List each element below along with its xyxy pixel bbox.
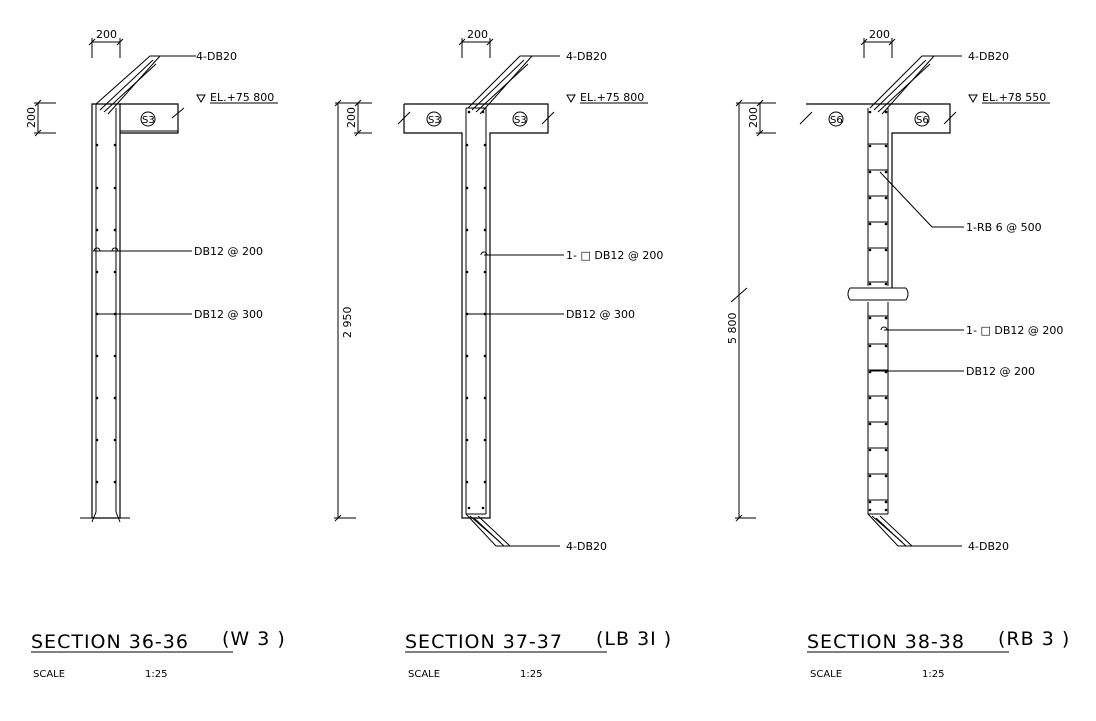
bottom-bar-label: 4-DB20 <box>968 540 1009 553</box>
bottom-bar-bend <box>466 514 560 546</box>
wall-outline <box>404 104 548 518</box>
slab-tag: S3 <box>428 115 441 126</box>
bar-b-label: DB12 @ 300 <box>566 308 635 321</box>
top-bar-bend <box>96 56 190 114</box>
break-mark <box>800 112 812 124</box>
elevation-marker-icon <box>197 95 205 102</box>
bar-a-label: DB12 @ 200 <box>194 245 263 258</box>
section-36-drawing: 200 200 S3 <box>25 28 278 522</box>
elevation-label: EL.+75 800 <box>580 91 644 104</box>
section-title: SECTION 38-38 <box>807 631 965 653</box>
width-dim-label: 200 <box>96 28 117 41</box>
width-dim-label: 200 <box>869 28 890 41</box>
bottom-bar-label: 4-DB20 <box>566 540 607 553</box>
title-block-38: SECTION 38-38 (RB 3 ) SCALE 1:25 <box>807 628 1070 680</box>
bar-b-label: DB12 @ 300 <box>194 308 263 321</box>
scale-label: SCALE <box>408 669 440 680</box>
section-title-suffix: (LB 3I ) <box>596 628 672 650</box>
width-dimension: 200 <box>459 28 493 58</box>
break-mark <box>542 112 554 124</box>
elevation-label: EL.+75 800 <box>210 91 274 104</box>
slab-tag: S3 <box>514 115 527 126</box>
slab-tag: S6 <box>916 115 929 126</box>
top-bar-bend <box>870 56 962 114</box>
slab-dim-label: 200 <box>345 107 358 128</box>
section-title: SECTION 36-36 <box>31 631 189 653</box>
tie-label: 1-RB 6 @ 500 <box>966 221 1042 234</box>
wall-break-symbol <box>848 288 908 300</box>
title-block-37: SECTION 37-37 (LB 3I ) SCALE 1:25 <box>405 628 672 680</box>
slab-tag: S6 <box>830 115 843 126</box>
slab-tag-circle <box>513 112 527 126</box>
width-dimension: 200 <box>89 28 123 58</box>
section-title: SECTION 37-37 <box>405 631 563 653</box>
bottom-bar-bend <box>868 514 962 546</box>
elevation-label: EL.+78 550 <box>982 91 1046 104</box>
height-dim-label: 2 950 <box>341 307 354 339</box>
section-title-suffix: (RB 3 ) <box>998 628 1070 650</box>
slab-dim-label: 200 <box>25 107 38 128</box>
break-mark <box>172 108 184 118</box>
top-bar-label: 4-DB20 <box>968 50 1009 63</box>
scale-value: 1:25 <box>145 669 167 680</box>
rebar-dots <box>465 110 487 510</box>
top-bar-label: 4-DB20 <box>196 50 237 63</box>
title-block-36: SECTION 36-36 (W 3 ) SCALE 1:25 <box>31 628 286 680</box>
tie-bars <box>868 144 888 500</box>
bar-b-label: DB12 @ 200 <box>966 365 1035 378</box>
bar-a-label: 1- □ DB12 @ 200 <box>566 249 663 262</box>
bar-a-label: 1- □ DB12 @ 200 <box>966 324 1063 337</box>
scale-value: 1:25 <box>520 669 542 680</box>
elevation-marker-icon <box>969 95 977 102</box>
slab-tag-circle <box>141 112 155 126</box>
width-dim-label: 200 <box>467 28 488 41</box>
section-38-drawing: 200 200 5 800 <box>726 28 1050 546</box>
height-dim-label: 5 800 <box>726 313 739 345</box>
slab-tag-circle <box>427 112 441 126</box>
section-37-drawing: 200 200 2 950 <box>334 28 648 546</box>
top-bar-label: 4-DB20 <box>566 50 607 63</box>
scale-value: 1:25 <box>922 669 944 680</box>
section-title-suffix: (W 3 ) <box>222 628 286 650</box>
height-dimension: 2 950 <box>334 100 356 521</box>
slab-dim-label: 200 <box>747 107 760 128</box>
slab-dimension: 200 <box>25 100 56 136</box>
slab-tag-circle <box>915 112 929 126</box>
slab-tag-circle <box>829 112 843 126</box>
scale-label: SCALE <box>33 669 65 680</box>
leader-line <box>880 172 932 227</box>
elevation-marker-icon <box>567 95 575 102</box>
slab-outline <box>120 104 178 133</box>
rebar-dots <box>868 110 888 512</box>
scale-label: SCALE <box>810 669 842 680</box>
break-mark <box>944 112 956 124</box>
height-dimension: 5 800 <box>726 100 756 521</box>
slab-dimension: 200 <box>736 100 776 136</box>
top-bar-bend <box>468 56 560 114</box>
break-mark <box>398 112 410 124</box>
slab-tag: S3 <box>142 115 155 126</box>
width-dimension: 200 <box>861 28 895 58</box>
slab-dimension: 200 <box>335 100 372 136</box>
